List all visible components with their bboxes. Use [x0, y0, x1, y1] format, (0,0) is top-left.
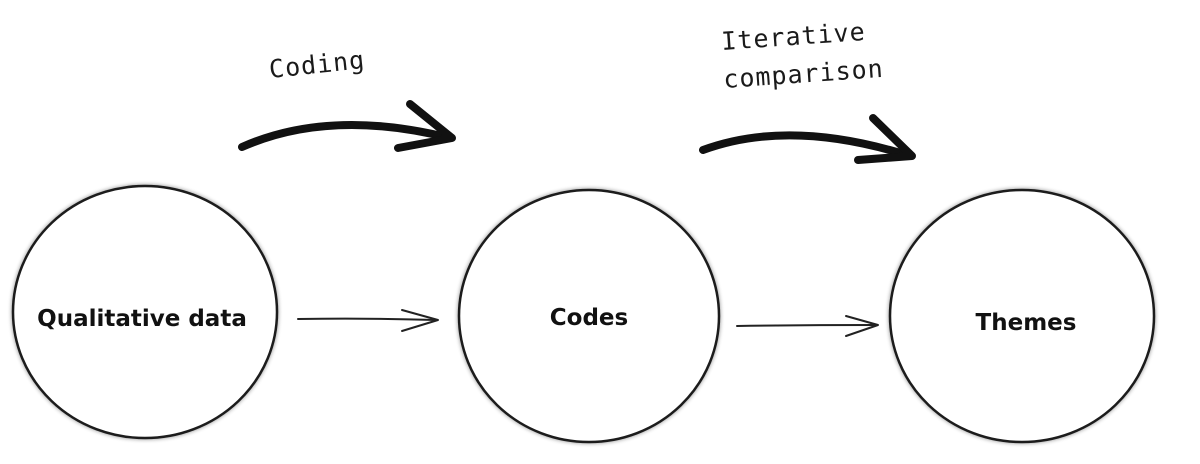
process-label-iterative: Iterative	[720, 17, 866, 56]
node-label-qualitative-data: Qualitative data	[37, 306, 247, 332]
node-label-themes: Themes	[976, 310, 1077, 336]
thick-arrow-iterative-comparison	[699, 114, 916, 164]
thin-arrow-codes-to-themes	[736, 315, 879, 337]
thin-arrow-data-to-codes	[297, 309, 439, 332]
thick-arrow-coding	[238, 100, 456, 152]
node-codes: Codes	[457, 188, 721, 444]
node-themes: Themes	[888, 188, 1156, 444]
node-circle-themes	[888, 188, 1156, 444]
process-label-comparison: comparison	[722, 54, 884, 94]
node-label-codes: Codes	[550, 305, 628, 331]
process-label-coding: Coding	[268, 45, 367, 84]
node-circle-qualitative-data	[11, 184, 279, 440]
node-circle-codes	[457, 188, 721, 444]
node-qualitative-data: Qualitative data	[11, 184, 279, 440]
